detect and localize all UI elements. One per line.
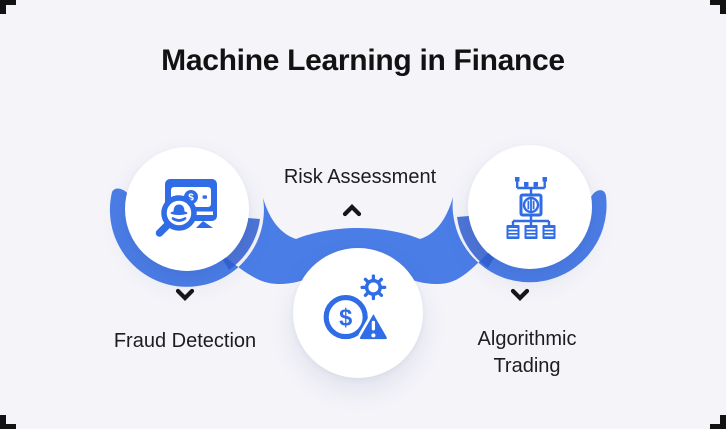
chevron-down-icon — [175, 288, 195, 301]
label-risk-assessment: Risk Assessment — [283, 166, 437, 188]
chevron-down-icon — [510, 288, 530, 301]
coin-dollar-glyph: $ — [339, 305, 352, 331]
ribbon-fold-left — [223, 218, 260, 270]
label-fraud-detection: Fraud Detection — [113, 330, 257, 352]
node-circle-risk-assessment: $ — [293, 248, 423, 378]
label-algorithmic-trading: Algorithmic Trading — [477, 328, 577, 377]
crop-mark-bottom-left — [0, 415, 16, 429]
page-title: Machine Learning in Finance — [161, 44, 565, 77]
banknote-dollar-glyph: $ — [188, 193, 194, 204]
node-circle-algorithmic-trading — [468, 145, 592, 269]
ribbon-fold-right — [457, 216, 494, 268]
risk-assessment-icon: $ — [323, 274, 390, 342]
crop-mark-bottom-right — [710, 415, 726, 429]
crop-mark-top-left — [0, 0, 16, 14]
crop-mark-top-right — [710, 0, 726, 14]
database-stack-icon — [506, 225, 556, 239]
fraud-detection-icon: $ — [155, 179, 217, 237]
algorithmic-trading-icon — [506, 177, 556, 239]
node-circle-fraud-detection: $ — [125, 147, 249, 271]
chevron-up-icon — [342, 204, 362, 217]
